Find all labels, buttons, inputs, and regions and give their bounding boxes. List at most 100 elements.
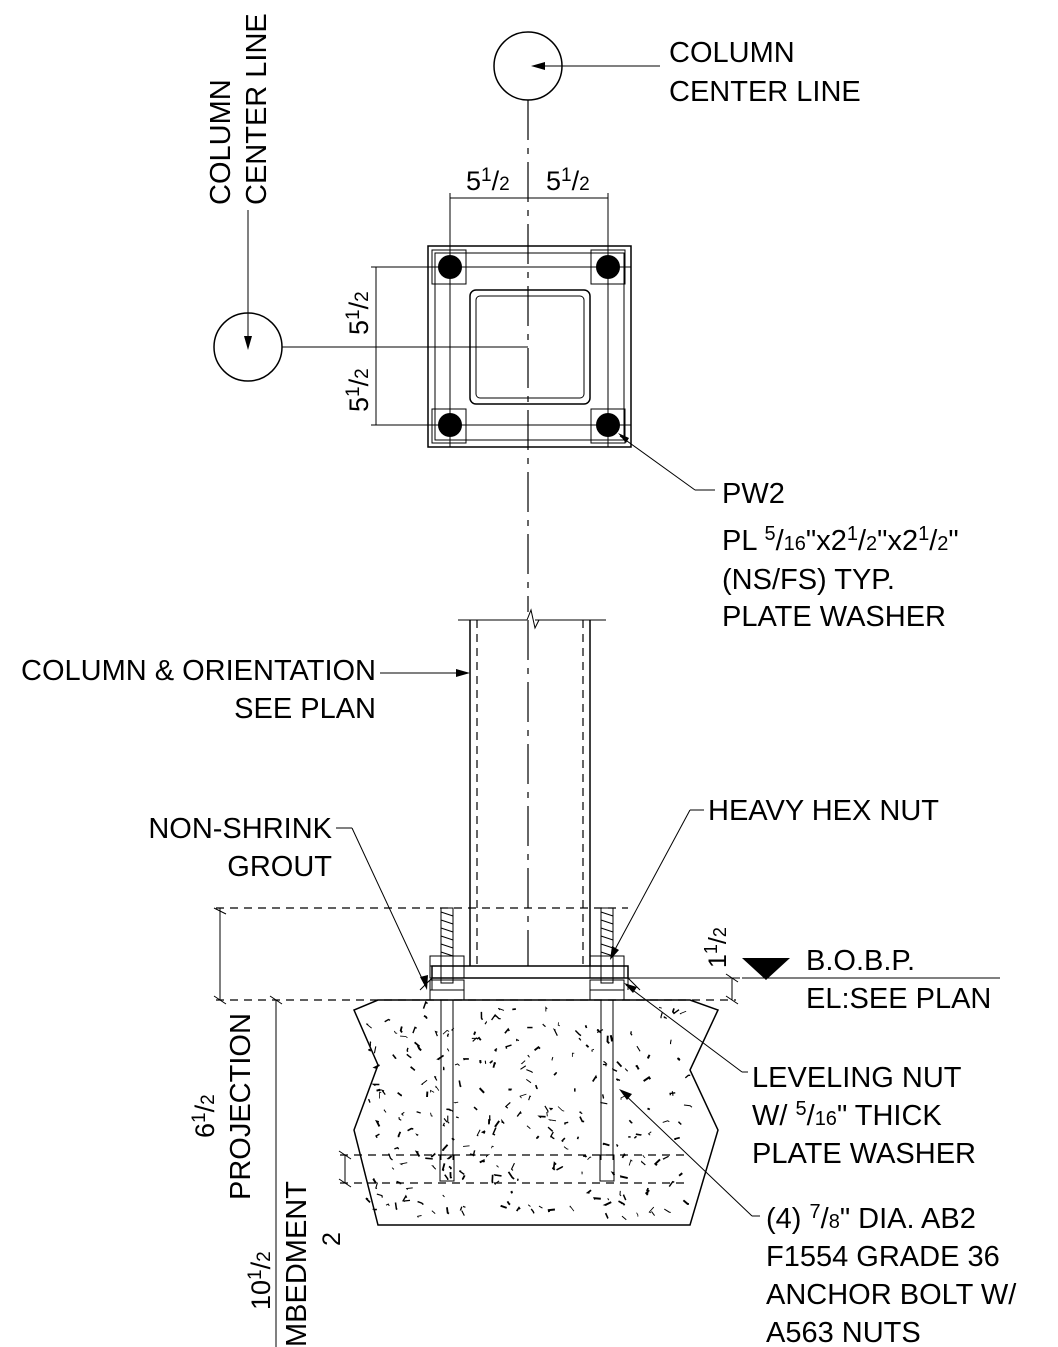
concrete-speck xyxy=(394,1202,398,1211)
concrete-speck xyxy=(641,1160,646,1166)
concrete-speck xyxy=(642,1155,646,1159)
grout-callout: NON-SHRINK GROUT xyxy=(148,813,428,990)
pw2-plate-dims-end: "x2 xyxy=(877,525,918,557)
concrete-speck xyxy=(519,1093,527,1099)
embedment-label: MBEDMENT xyxy=(281,1181,313,1347)
concrete-speck xyxy=(447,1048,450,1052)
concrete-speck xyxy=(636,1045,641,1052)
anchor-bolt-callout: (4) 7/8" DIA. AB2 F1554 GRADE 36 ANCHOR … xyxy=(619,1089,1017,1347)
plan-dimension-vertical: 51/2 51/2 xyxy=(343,266,381,426)
concrete-speck xyxy=(473,1031,477,1036)
concrete-speck xyxy=(420,1079,428,1085)
concrete-speck xyxy=(455,1116,459,1119)
concrete-speck xyxy=(600,1101,608,1105)
dim-num: 1 xyxy=(189,1112,210,1123)
concrete-speck xyxy=(664,1208,671,1213)
dim-num: 7 xyxy=(810,1201,821,1223)
concrete-speck xyxy=(496,1165,499,1168)
concrete-speck xyxy=(431,1210,436,1214)
arrow-left-icon xyxy=(531,62,545,70)
concrete-speck xyxy=(489,1115,491,1121)
concrete-speck xyxy=(561,1137,566,1143)
anchor-label-3: ANCHOR BOLT W/ xyxy=(766,1279,1017,1311)
top-centerline-callout: COLUMN CENTER LINE xyxy=(493,31,861,108)
concrete-speck xyxy=(643,1076,652,1082)
concrete-speck xyxy=(515,1206,521,1212)
concrete-speck xyxy=(618,1200,626,1206)
projection-dimension: 61/2 PROJECTION xyxy=(189,907,257,1200)
concrete-speck xyxy=(552,1028,558,1036)
arrow-icon xyxy=(618,433,629,443)
pw2-plate-prefix: PL xyxy=(722,525,757,557)
concrete-speck xyxy=(414,1041,421,1047)
concrete-speck xyxy=(553,1071,558,1076)
pw2-callout: PW2 PL 5/16"x21/2"x21/2" (NS/FS) TYP. PL… xyxy=(618,433,959,633)
concrete-speck xyxy=(662,1155,669,1160)
concrete-speck xyxy=(394,1146,400,1150)
dim-whole: 5 xyxy=(466,166,481,196)
concrete-speck xyxy=(602,1094,605,1099)
concrete-speck xyxy=(607,1198,610,1201)
dim-den: 16 xyxy=(815,1108,837,1130)
concrete-speck xyxy=(497,1007,505,1011)
concrete-speck xyxy=(476,1129,481,1137)
concrete-speck xyxy=(501,1118,505,1124)
concrete-speck xyxy=(547,1126,554,1132)
concrete-speck xyxy=(578,1037,582,1041)
concrete-speck xyxy=(658,1006,662,1009)
concrete-speck xyxy=(373,1046,377,1054)
concrete-speck xyxy=(376,1193,383,1198)
svg-text:PL 5/16"x21/2"x21/2": PL 5/16"x21/2"x21/2" xyxy=(722,523,959,557)
pw2-line2: (NS/FS) TYP. xyxy=(722,564,895,596)
arrow-icon xyxy=(619,1089,632,1100)
concrete-speck xyxy=(506,1200,511,1206)
concrete-speck xyxy=(604,1212,609,1219)
pw2-line3: PLATE WASHER xyxy=(722,601,946,633)
concrete-speck xyxy=(677,1121,682,1126)
concrete-speck xyxy=(444,1174,449,1180)
concrete-speck xyxy=(410,1066,416,1071)
concrete-speck xyxy=(458,1170,465,1176)
concrete-speck xyxy=(593,1197,601,1200)
concrete-speck xyxy=(517,1178,519,1181)
concrete-speck xyxy=(602,1063,607,1067)
concrete-speck xyxy=(520,1060,526,1065)
concrete-speck xyxy=(365,1023,372,1029)
concrete-speck xyxy=(534,1046,541,1051)
concrete-speck xyxy=(671,1091,674,1097)
concrete-speck xyxy=(536,1135,540,1140)
concrete-speck xyxy=(397,1092,402,1097)
dim-den: 2 xyxy=(579,174,590,195)
concrete-speck xyxy=(569,1205,575,1212)
leveling-label-1: LEVELING NUT xyxy=(752,1062,962,1094)
concrete-speck xyxy=(520,1065,526,1070)
concrete-speck xyxy=(587,1156,592,1161)
elevation-marker-icon xyxy=(742,958,790,980)
concrete-speck xyxy=(371,1208,377,1211)
dim-den: 2 xyxy=(254,1251,275,1262)
concrete-speck xyxy=(430,1089,435,1093)
concrete-speck xyxy=(660,1011,663,1019)
svg-text:51/2: 51/2 xyxy=(546,165,590,196)
concrete-speck xyxy=(458,1080,462,1088)
concrete-speck xyxy=(616,1144,619,1147)
concrete-speck xyxy=(492,1127,497,1136)
concrete-speck xyxy=(489,1060,493,1064)
svg-text:61/2: 61/2 xyxy=(189,1094,220,1138)
concrete-speck xyxy=(399,1026,403,1033)
concrete-speck xyxy=(491,1013,496,1021)
anchor-bolt-plan xyxy=(438,413,462,437)
concrete-speck xyxy=(425,1157,433,1160)
concrete-speck xyxy=(682,1199,689,1205)
concrete-speck xyxy=(417,1200,424,1206)
dim-whole: 6 xyxy=(190,1123,220,1138)
concrete-speck xyxy=(500,1204,508,1209)
concrete-speck xyxy=(609,1034,613,1042)
concrete-speck xyxy=(479,1159,485,1164)
concrete-speck xyxy=(492,1062,496,1068)
concrete-speck xyxy=(494,1120,500,1128)
anchor-bolt-plan xyxy=(438,255,462,279)
leveling-nut-callout: LEVELING NUT W/ 5/16" THICK PLATE WASHER xyxy=(624,983,976,1170)
concrete-speck xyxy=(669,1039,672,1045)
column-label-2: SEE PLAN xyxy=(234,693,376,725)
